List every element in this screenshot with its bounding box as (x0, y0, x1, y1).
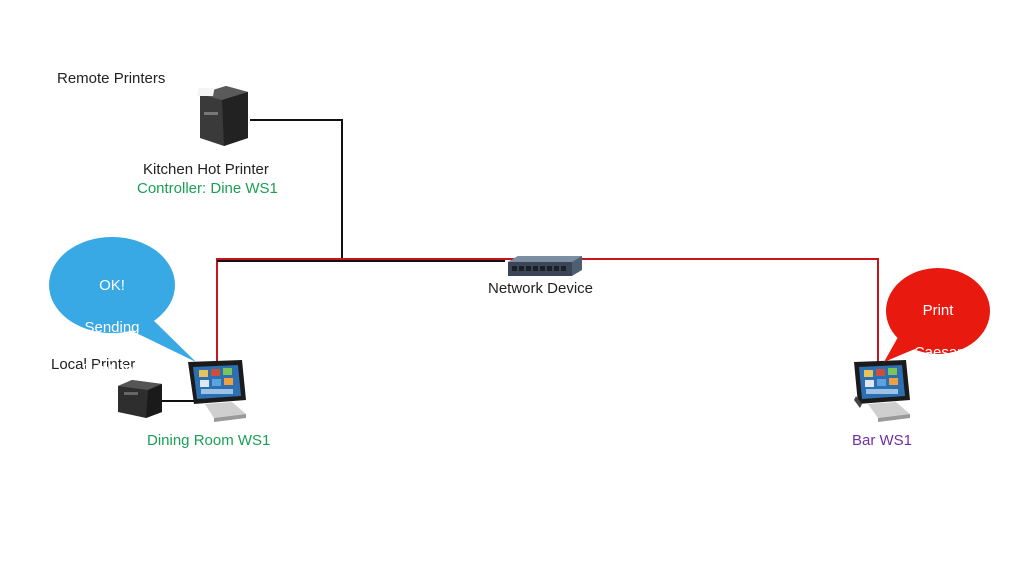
dining-pos-terminal-icon (188, 360, 246, 422)
network-device-label: Network Device (488, 280, 594, 297)
dining-speech-bubble (49, 237, 196, 362)
bar-ws-label: Bar WS1 (852, 432, 913, 449)
dining-bubble-text: OK! Sending Print Job (62, 254, 162, 401)
bar-bubble-text: Print Caesar Salad (898, 279, 978, 426)
bar-speech-bubble (884, 268, 990, 362)
dining-bubble-line-3: Print Job (82, 361, 142, 378)
remote-printers-label: Remote Printers (57, 70, 166, 87)
bar-pos-terminal-icon (854, 360, 910, 422)
local-printer-icon (118, 380, 162, 418)
bar-bubble-line-2: Caesar (913, 344, 963, 361)
bar-bubble-line-1: Print (922, 302, 954, 319)
dining-bubble-line-2: Sending (84, 319, 140, 336)
local-printer-label: Local Printer (51, 356, 136, 373)
dining-ws-label: Dining Room WS1 (147, 432, 271, 449)
kitchen-controller-label: Controller: Dine WS1 (137, 180, 278, 197)
kitchen-printer-label: Kitchen Hot Printer (143, 161, 269, 178)
bar-bubble-line-3: Salad (918, 386, 958, 403)
kitchen-printer-cable (250, 119, 343, 259)
kitchen-printer-icon (197, 86, 248, 146)
dining-bubble-line-1: OK! (99, 277, 125, 294)
network-switch-icon (508, 256, 582, 276)
